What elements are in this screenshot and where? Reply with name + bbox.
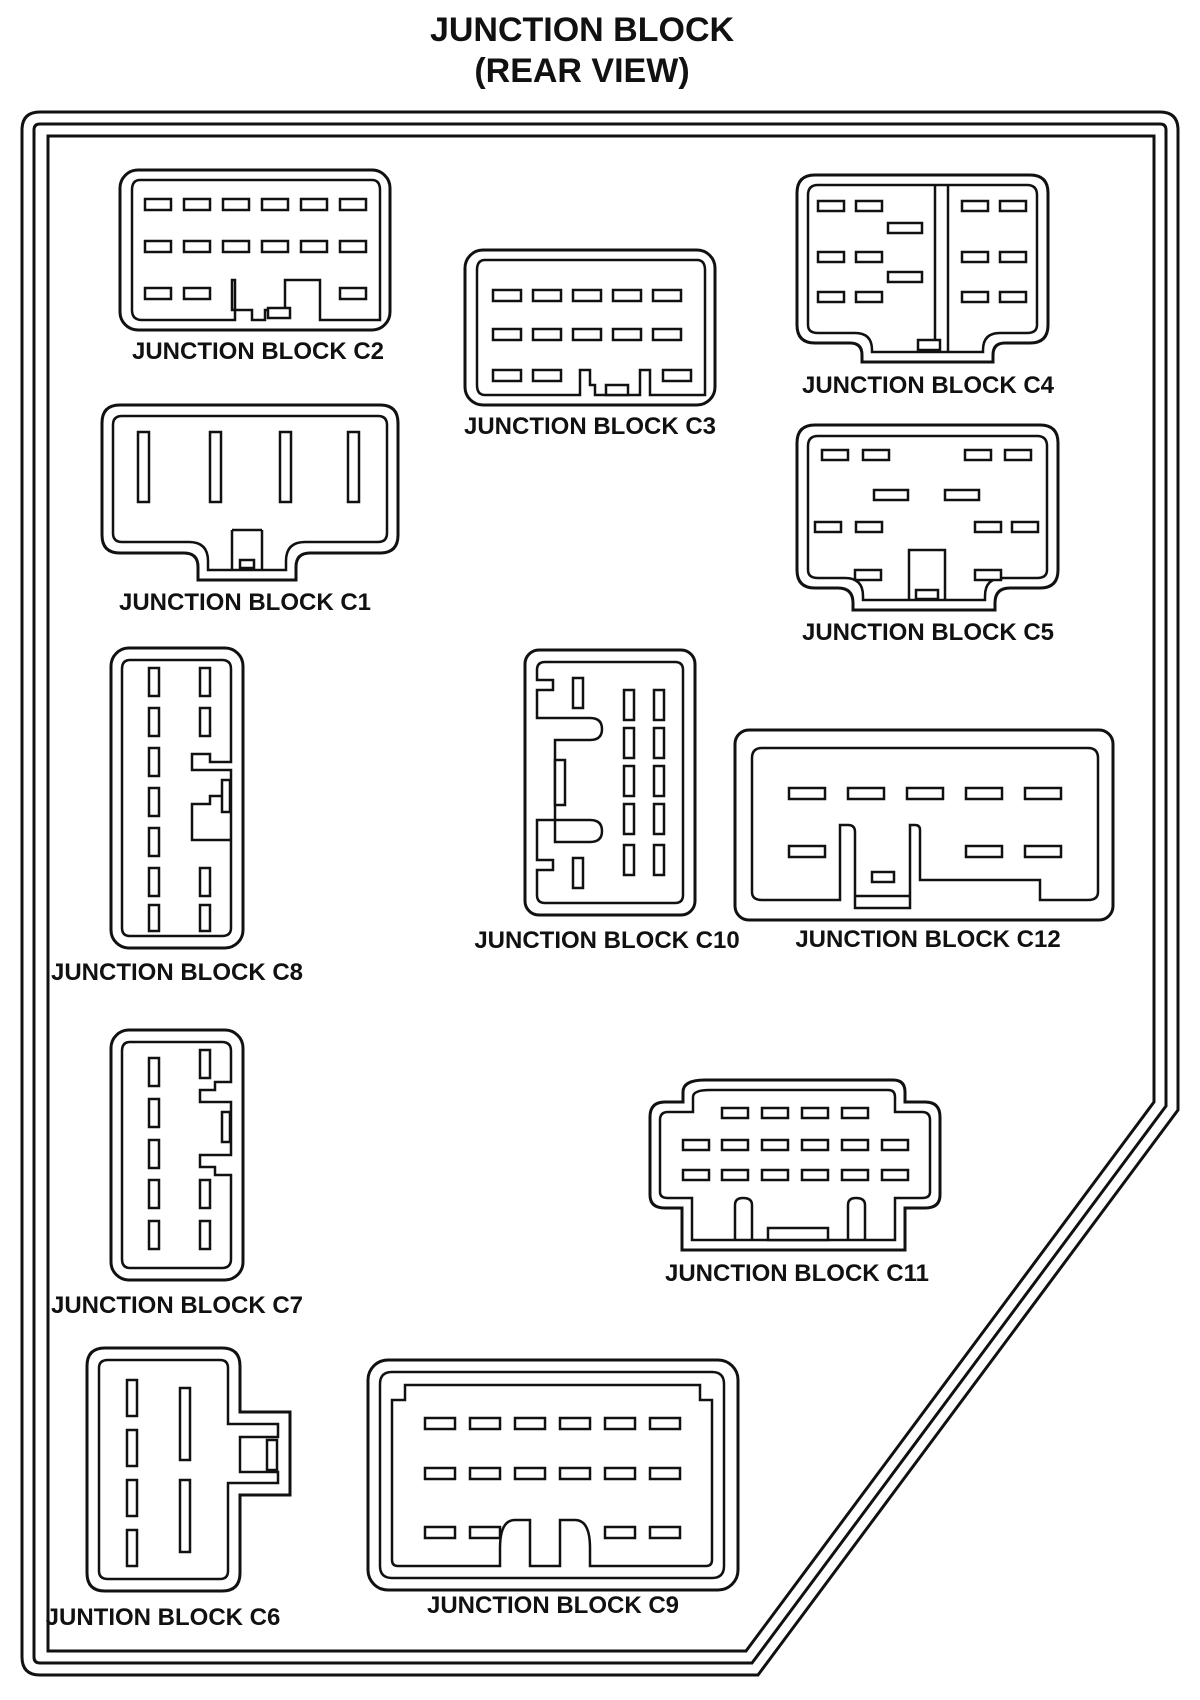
label-c2: JUNCTION BLOCK C2 [132,338,384,365]
c10-terminals [571,676,666,890]
c3-terminals [491,288,693,383]
label-c6: JUNTION BLOCK C6 [46,1604,281,1631]
connector-c2: JUNCTION BLOCK C2 [118,168,392,365]
label-c3: JUNCTION BLOCK C3 [464,413,716,440]
label-c8: JUNCTION BLOCK C8 [51,959,303,986]
connector-c1: JUNCTION BLOCK C1 [100,403,400,616]
c5-terminals [813,448,1040,582]
diagram-title-line2: (REAR VIEW) [474,52,689,90]
label-c7: JUNCTION BLOCK C7 [51,1292,303,1319]
connector-c7: JUNCTION BLOCK C7 [51,1028,303,1319]
c9-terminals [423,1416,682,1540]
connector-c6: JUNTION BLOCK C6 [46,1346,292,1631]
c4-terminals [816,199,1028,304]
label-c9: JUNCTION BLOCK C9 [427,1592,679,1619]
label-c1: JUNCTION BLOCK C1 [119,589,371,616]
label-c11: JUNCTION BLOCK C11 [665,1260,929,1287]
connector-c3: JUNCTION BLOCK C3 [463,248,717,440]
connector-c12: JUNCTION BLOCK C12 [733,728,1115,953]
label-c4: JUNCTION BLOCK C4 [802,372,1055,399]
c2-terminals [143,197,368,301]
label-c12: JUNCTION BLOCK C12 [795,926,1060,953]
label-c5: JUNCTION BLOCK C5 [802,619,1054,646]
c8-terminals [147,666,212,933]
connector-c11: JUNCTION BLOCK C11 [648,1078,942,1287]
connector-c9: JUNCTION BLOCK C9 [366,1358,740,1619]
label-c10: JUNCTION BLOCK C10 [474,927,739,954]
connector-c5: JUNCTION BLOCK C5 [795,423,1060,646]
c6-terminals [125,1378,192,1568]
c1-terminals [136,430,361,504]
c7-terminals [147,1048,212,1251]
connector-c8: JUNCTION BLOCK C8 [51,646,303,986]
connector-c10: JUNCTION BLOCK C10 [474,648,740,954]
diagram-title-line1: JUNCTION BLOCK [430,11,735,49]
connector-c4: JUNCTION BLOCK C4 [795,173,1055,399]
c11-terminals [681,1106,910,1182]
c12-terminals [787,786,1063,859]
housing-outline [20,110,1180,1677]
